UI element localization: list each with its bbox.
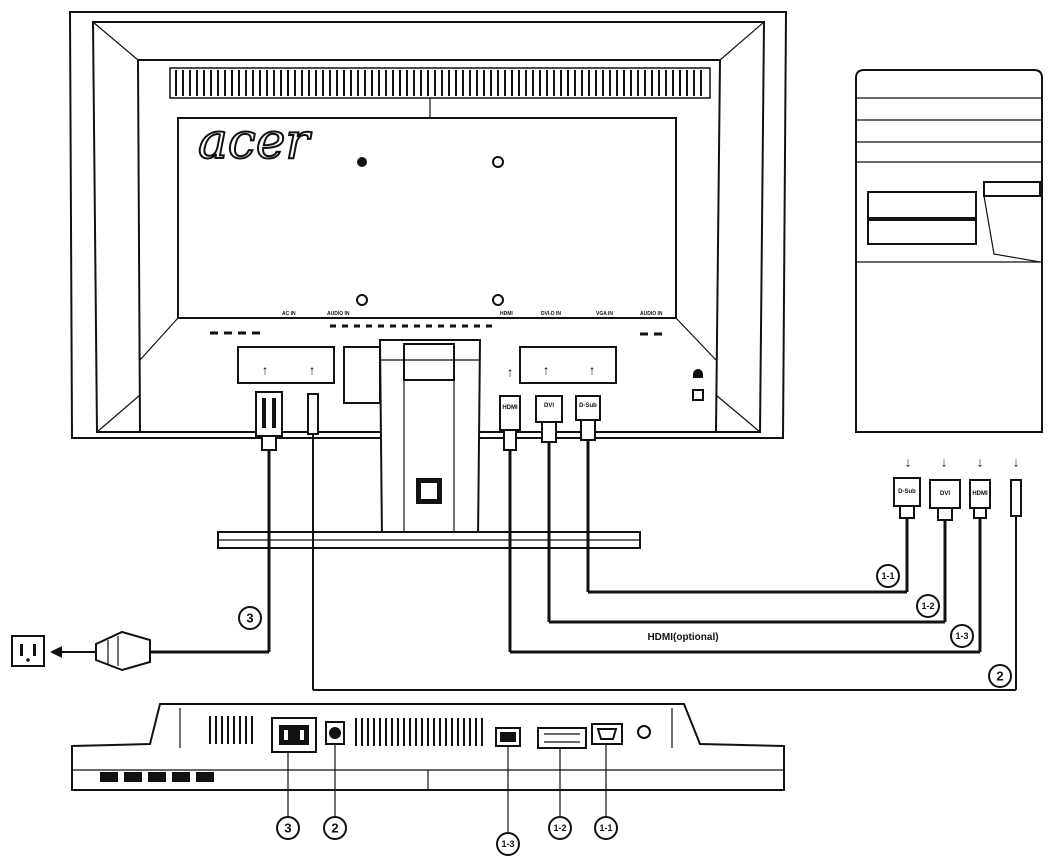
front-buttons [100, 772, 214, 782]
arrow-down-icon: ↓ [1013, 455, 1020, 470]
plug-label-dvi: DVI [544, 403, 554, 409]
label-hdmi: HDMI [500, 311, 513, 317]
arrow-down-icon: ↓ [977, 455, 984, 470]
pc-label-dvi: DVI [940, 491, 950, 497]
monitor-bottom [71, 703, 785, 832]
callout-2-top: 2 [988, 664, 1012, 688]
lock-icon [692, 369, 704, 401]
label-vga-in: VGA IN [596, 311, 613, 317]
pc-label-hdmi: HDMI [972, 491, 988, 497]
svg-text:2: 2 [996, 669, 1003, 684]
callout-1-2-bottom: 1-2 [548, 816, 572, 840]
svg-text:3: 3 [246, 611, 253, 626]
plug-label-hdmi: HDMI [502, 405, 518, 411]
arrow-up-icon: ↑ [309, 363, 316, 378]
label-audio-in-right: AUDIO IN [640, 311, 663, 317]
label-ac-in: AC IN [282, 311, 296, 317]
svg-text:1-1: 1-1 [881, 571, 894, 581]
svg-text:1-3: 1-3 [955, 631, 968, 641]
hdmi-optional-note: HDMI(optional) [647, 632, 718, 643]
callout-1-1-top: 1-1 [876, 564, 900, 588]
plug-label-dsub: D-Sub [579, 403, 597, 409]
pc-tower [855, 69, 1043, 433]
callout-3-bottom: 3 [276, 816, 300, 840]
callouts: 3 1-1 1-2 1-3 2 3 2 1-3 [238, 564, 1012, 856]
power-outlet-icon [11, 635, 45, 667]
power-cord [11, 630, 151, 672]
monitor-plugs: HDMI DVI D-Sub [255, 391, 601, 690]
arrow-up-icon: ↑ [589, 363, 596, 378]
svg-text:1-2: 1-2 [553, 823, 566, 833]
svg-text:1-3: 1-3 [501, 839, 514, 849]
label-dvi-d-in: DVI-D IN [541, 311, 561, 317]
pc-label-dsub: D-Sub [898, 489, 916, 495]
arrow-up-icon: ↑ [543, 363, 550, 378]
callout-1-3-top: 1-3 [950, 624, 974, 648]
acer-logo: acer [198, 112, 312, 170]
pc-connectors: ↓ ↓ ↓ ↓ D-Sub DVI HDMI [893, 455, 1022, 690]
vent-grille [175, 70, 702, 96]
cables: HDMI(optional) [150, 590, 1016, 691]
svg-text:1-1: 1-1 [599, 823, 612, 833]
arrow-up-icon: ↑ [262, 363, 269, 378]
monitor-stand [217, 339, 641, 549]
arrow-down-icon: ↓ [905, 455, 912, 470]
callout-3-top: 3 [238, 606, 262, 630]
monitor-rear: acer AC IN AUDIO IN HDMI DVI-D IN VGA IN… [68, 11, 788, 439]
arrow-down-icon: ↓ [941, 455, 948, 470]
arrow-up-icon: ↑ [507, 365, 514, 380]
callout-1-1-bottom: 1-1 [594, 816, 618, 840]
arrow-left-icon [50, 646, 62, 658]
vesa-holes [356, 156, 504, 306]
svg-text:3: 3 [284, 821, 291, 836]
label-audio-in: AUDIO IN [327, 311, 350, 317]
callout-2-bottom: 2 [323, 816, 347, 840]
rear-port-labels: AC IN AUDIO IN HDMI DVI-D IN VGA IN AUDI… [282, 311, 663, 317]
svg-text:1-2: 1-2 [921, 601, 934, 611]
svg-text:2: 2 [331, 821, 338, 836]
callout-1-3-bottom: 1-3 [496, 832, 520, 856]
callout-1-2-top: 1-2 [916, 594, 940, 618]
